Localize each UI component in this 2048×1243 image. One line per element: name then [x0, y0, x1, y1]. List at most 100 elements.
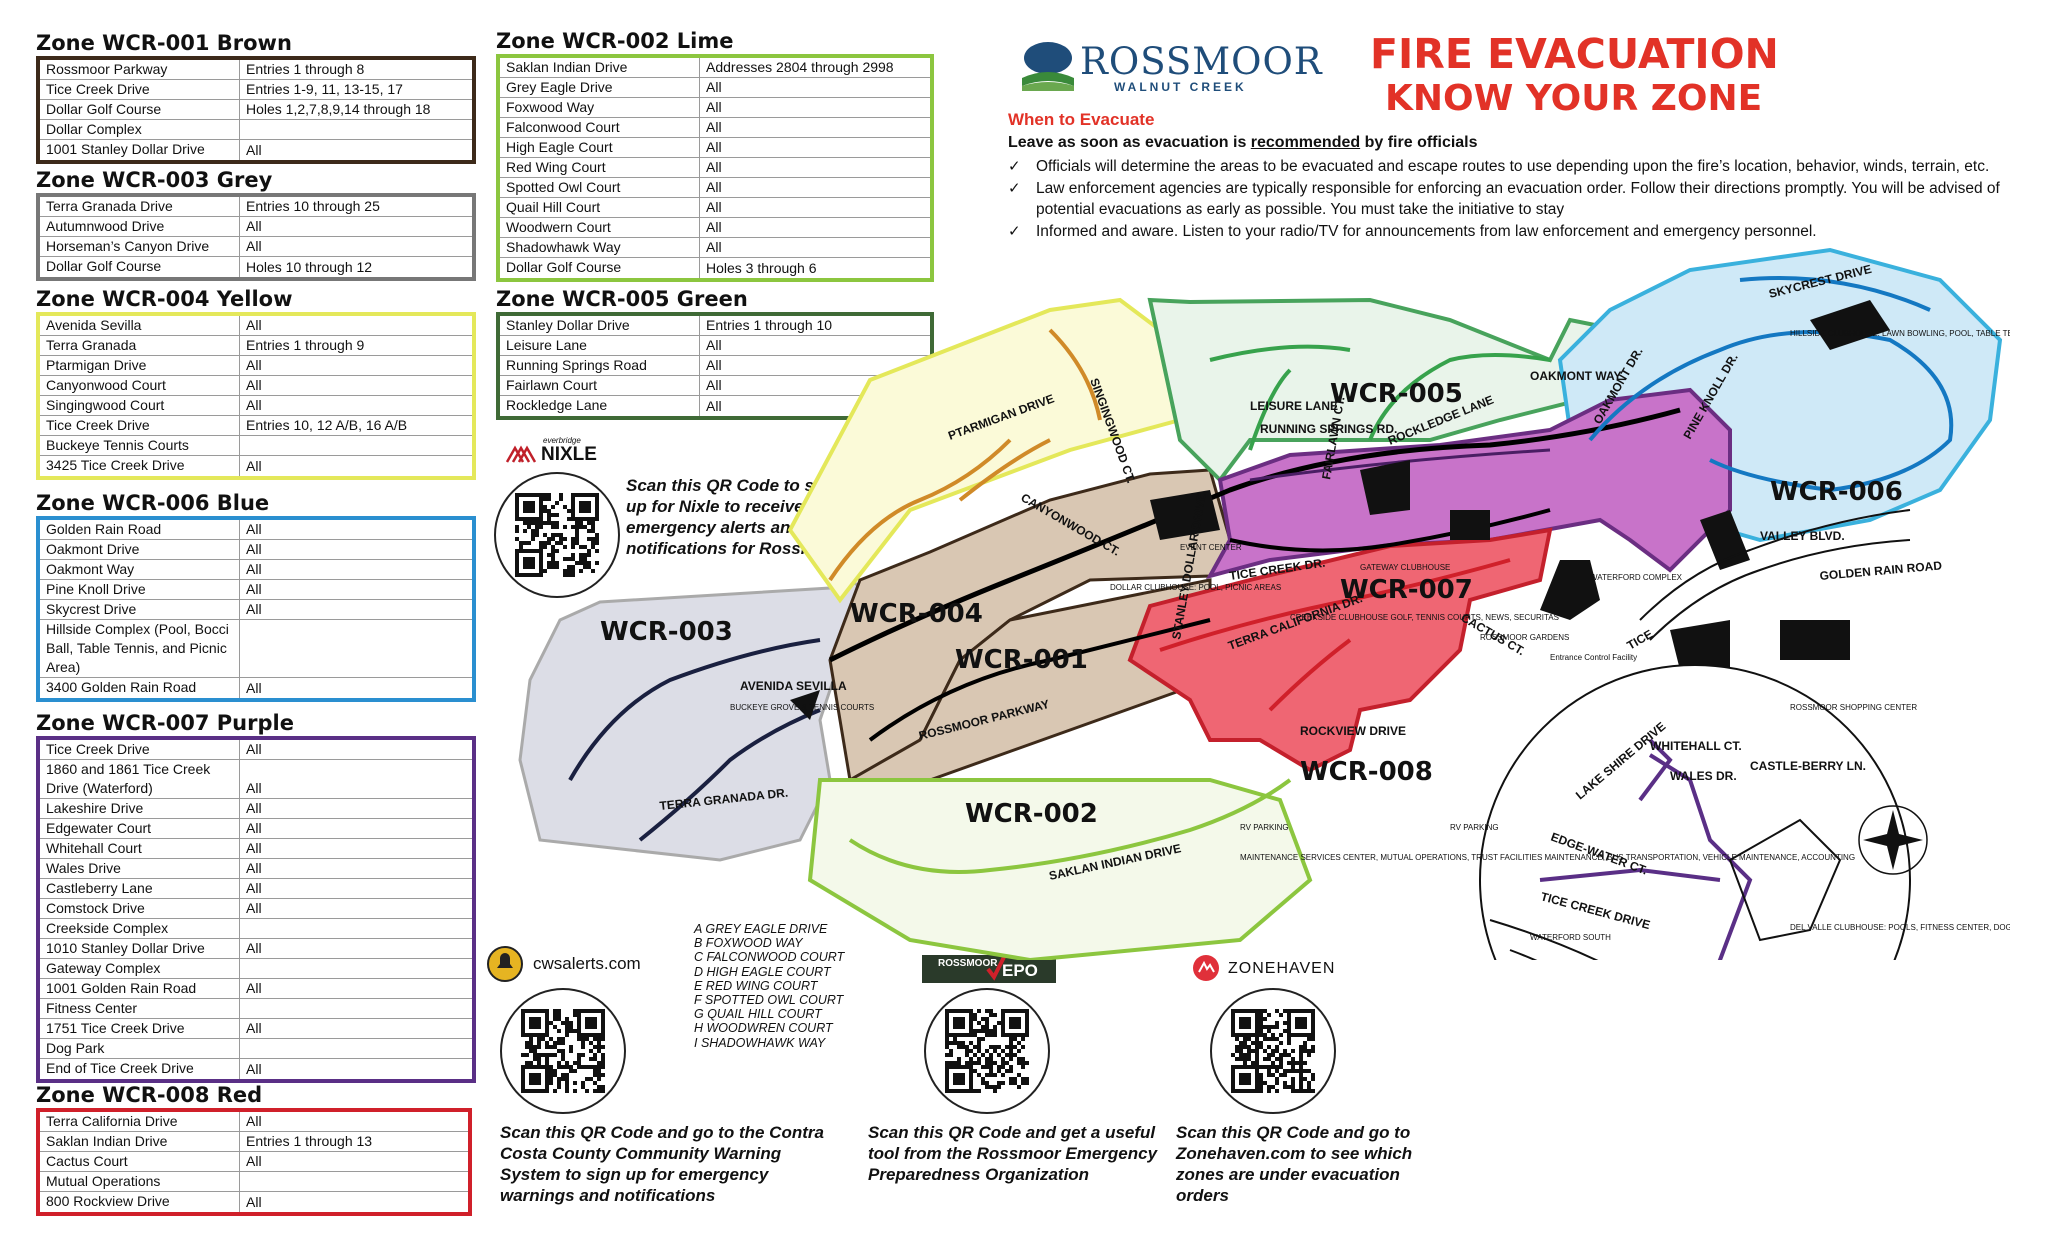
zone-street-name: Dollar Golf Course — [40, 100, 240, 119]
place-label: GATEWAY CLUBHOUSE — [1360, 563, 1450, 572]
zone-street-name: 3400 Golden Rain Road — [40, 678, 240, 698]
court-legend-item: B FOXWOOD WAY — [694, 936, 803, 951]
zone-entries: All — [246, 840, 262, 856]
zone-street-name: Fairlawn Court — [500, 376, 700, 395]
zone-entries: All — [246, 397, 262, 413]
zone-row: Hillside Complex (Pool, Bocci Ball, Tabl… — [40, 620, 472, 678]
zone-entries: All — [246, 458, 262, 474]
nixle-brand-small: everbridge — [543, 436, 581, 445]
qr-icon — [945, 1009, 1029, 1093]
leave-underlined: recommended — [1250, 134, 1361, 151]
zone-entries: All — [706, 377, 722, 393]
zone-entries: All — [246, 1153, 262, 1169]
rossmoor-logo: ROSSMOOR WALNUT CREEK — [1018, 36, 1322, 97]
when-to-evacuate-heading: When to Evacuate — [1008, 110, 1155, 129]
zone-label-wcr-001: WCR-001 — [955, 645, 1088, 675]
checkmark-icon: ✓ — [1008, 179, 1021, 197]
street-label: LEISURE LANE — [1250, 399, 1338, 413]
zone-street-name: Singingwood Court — [40, 396, 240, 415]
zone-entries: All — [706, 119, 722, 135]
zone-label-wcr-005: WCR-005 — [1330, 379, 1463, 409]
zone-entries: Addresses 2804 through 2998 — [706, 59, 894, 75]
zone-entries: All — [246, 1194, 262, 1210]
street-label: WALES DR. — [1670, 769, 1737, 783]
street-label: WHITEHALL CT. — [1650, 739, 1742, 753]
zone-title: Zone WCR-004 Yellow — [36, 287, 293, 311]
place-label: RV PARKING — [1240, 823, 1289, 832]
zone-street-name: Shadowhawk Way — [500, 238, 700, 257]
zone-entries: All — [246, 980, 262, 996]
zone-entries: All — [246, 1020, 262, 1036]
cws-logo: cwsalerts.com — [487, 946, 667, 982]
nixle-qr-code[interactable] — [494, 472, 620, 598]
zone-entries: All — [706, 337, 722, 353]
zone-street-name: Avenida Sevilla — [40, 316, 240, 335]
place-label: ROSSMOOR GARDENS — [1480, 633, 1569, 642]
zone-entries: All — [246, 1113, 262, 1129]
street-label: TICE — [1625, 627, 1656, 653]
zonehaven-qr-code[interactable] — [1210, 988, 1336, 1114]
zone-street-name: Tice Creek Drive — [40, 740, 240, 759]
zone-entries: All — [246, 377, 262, 393]
zone-street-name: Dollar Golf Course — [500, 258, 700, 278]
zone-entries: All — [706, 179, 722, 195]
zone-entries: All — [246, 900, 262, 916]
zone-street-name: Dollar Golf Course — [40, 257, 240, 277]
cws-qr-code[interactable] — [500, 988, 626, 1114]
nixle-waves-icon — [505, 445, 537, 463]
zone-street-name: Castleberry Lane — [40, 879, 240, 898]
zone-entries: All — [246, 142, 262, 158]
zone-entries: Entries 1-9, 11, 13-15, 17 — [246, 81, 403, 97]
zone-street-name: Autumnwood Drive — [40, 217, 240, 236]
zone-entries: Holes 3 through 6 — [706, 260, 817, 276]
zone-street-name: 1010 Stanley Dollar Drive — [40, 939, 240, 958]
place-label: HILLSIDE CLUBHOUSE: LAWN BOWLING, POOL, … — [1790, 329, 2010, 338]
epo-qr-code[interactable] — [924, 988, 1050, 1114]
logo-sub: WALNUT CREEK — [1114, 80, 1247, 94]
zone-row: Mutual Operations — [40, 1172, 468, 1192]
zone-label-wcr-006: WCR-006 — [1770, 477, 1903, 507]
zone-entries: Entries 1 through 10 — [706, 317, 833, 333]
zone-street-name: Rossmoor Parkway — [40, 60, 240, 79]
zone-street-name: 1860 and 1861 Tice Creek Drive (Waterfor… — [40, 760, 240, 798]
zone-entries: All — [246, 741, 262, 757]
zone-area-wcr-002[interactable] — [807, 778, 1313, 960]
checkmark-icon — [986, 956, 1006, 981]
bullet-text: Officials will determine the areas to be… — [1036, 158, 1990, 175]
fire-evacuation-title: FIRE EVACUATION — [1370, 30, 1779, 78]
zone-label-wcr-004: WCR-004 — [850, 599, 983, 629]
zone-street-name: Cactus Court — [40, 1152, 240, 1171]
zonehaven-caption: Scan this QR Code and go to Zonehaven.co… — [1176, 1123, 1413, 1205]
zone-entries: All — [706, 239, 722, 255]
zone-entries: All — [246, 1061, 262, 1077]
zone-entries: Entries 1 through 8 — [246, 61, 365, 77]
zone-street-name: Tice Creek Drive — [40, 80, 240, 99]
zone-row: Tice Creek Drive Entries 1-9, 11, 13-15, … — [40, 80, 472, 100]
zone-street-name: Oakmont Way — [40, 560, 240, 579]
zone-row: Autumnwood Drive All — [40, 217, 472, 237]
court-legend-item: D HIGH EAGLE COURT — [694, 964, 831, 979]
zone-entries: All — [246, 521, 262, 537]
zone-row: Buckeye Tennis Courts — [40, 436, 472, 456]
zone-entries: All — [706, 219, 722, 235]
bullet-item: ✓Officials will determine the areas to b… — [1008, 156, 2008, 178]
zone-entries: All — [706, 139, 722, 155]
zone-entries: All — [246, 218, 262, 234]
zone-street-name: Hillside Complex (Pool, Bocci Ball, Tabl… — [40, 620, 240, 677]
zone-area-wcr-007[interactable] — [1205, 387, 1732, 580]
